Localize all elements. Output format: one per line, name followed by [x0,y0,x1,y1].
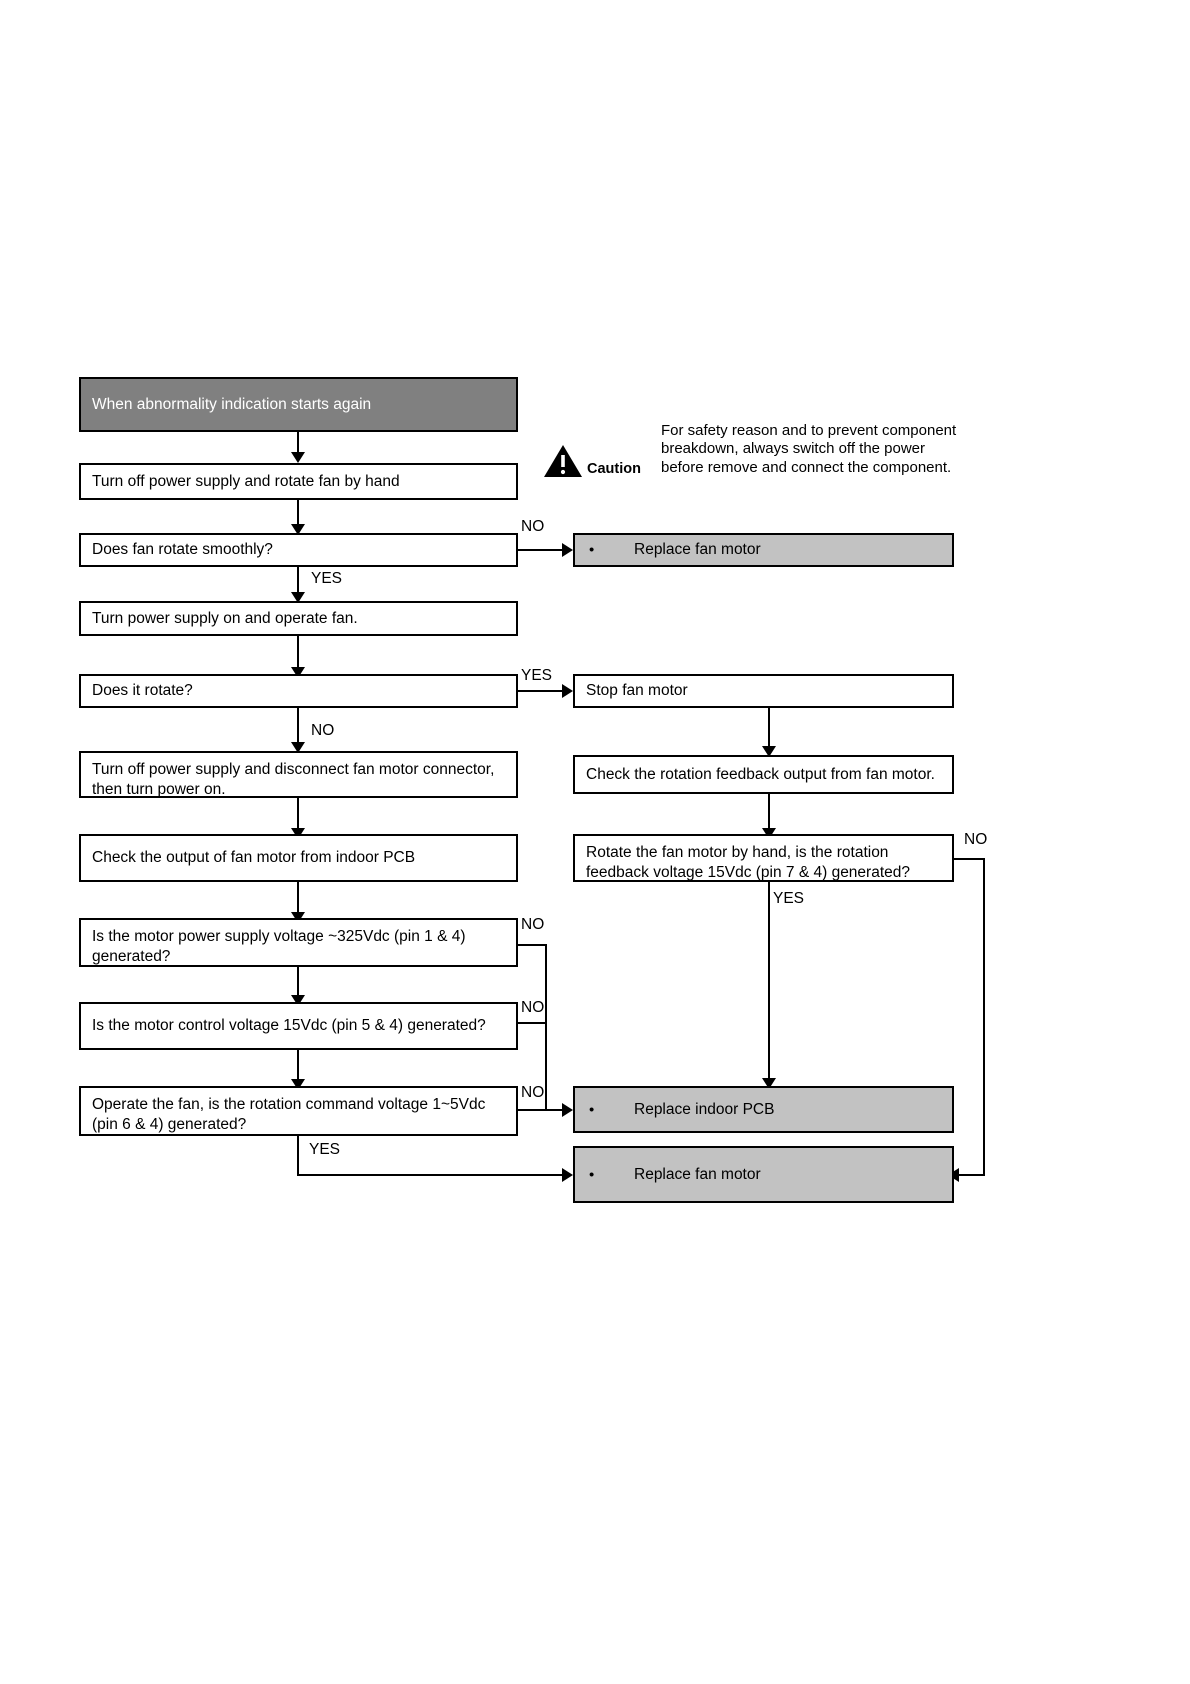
node-turn-power-on-operate-fan-label: Turn power supply on and operate fan. [92,609,358,627]
edge-label-smooth-yes: YES [311,570,343,587]
node-turn-off-rotate-by-hand-label: Turn off power supply and rotate fan by … [92,472,400,490]
node-does-fan-rotate-smoothly: Does fan rotate smoothly? [79,533,518,567]
connector-controlvoltage-to-commandvoltage [297,1050,299,1085]
arrowhead-smooth-yes [291,592,305,603]
connector-header-to-turnoff [297,432,299,458]
bullet-icon: • [589,541,595,559]
node-replace-indoor-pcb: • Replace indoor PCB [573,1086,954,1133]
node-header-label: When abnormality indication starts again [92,395,372,413]
arrowhead-header-to-turnoff [291,452,305,463]
connector-disconnect-to-check-output [297,798,299,834]
node-disconnect-connector: Turn off power supply and disconnect fan… [79,751,518,798]
node-replace-fan-motor-bottom: • Replace fan motor [573,1146,954,1203]
connector-operate-to-rotate [297,636,299,673]
node-replace-indoor-pcb-label: Replace indoor PCB [634,1100,775,1118]
arrowhead-smooth-no [562,543,573,557]
bullet-icon: • [589,1166,595,1183]
arrowhead-commandvoltage-yes [562,1168,573,1182]
edge-label-rotate-no: NO [311,722,335,739]
node-disconnect-connector-label: Turn off power supply and disconnect fan… [92,761,495,798]
node-motor-control-voltage: Is the motor control voltage 15Vdc (pin … [79,1002,518,1050]
node-replace-fan-motor-bottom-label: Replace fan motor [634,1165,761,1183]
node-check-output-indoor-pcb: Check the output of fan motor from indoo… [79,834,518,882]
node-motor-power-supply-voltage: Is the motor power supply voltage ~325Vd… [79,918,518,967]
connector-commandvoltage-no-h [518,1109,568,1111]
arrowhead-powervoltage-to-controlvoltage [291,995,305,1006]
caution-label: Caution [587,461,641,477]
node-stop-fan-motor-label: Stop fan motor [586,682,688,700]
connector-powervoltage-no-h [518,944,547,946]
arrowhead-disconnect-to-check-output [291,828,305,839]
arrowhead-operate-to-rotate [291,667,305,678]
connector-feedback-no-v [983,858,985,1176]
connector-commandvoltage-yes-v [297,1136,299,1176]
node-replace-fan-motor-top-label: Replace fan motor [634,541,761,559]
edge-label-commandvoltage-no: NO [521,1084,545,1101]
connector-turnoff-to-smooth [297,500,299,530]
connector-stopfan-to-checkfeedback [768,708,770,752]
node-header: When abnormality indication starts again [79,377,518,432]
connector-smooth-yes [297,567,299,598]
arrowhead-rotate-yes [562,684,573,698]
arrowhead-feedback-yes [762,1078,776,1089]
connector-commandvoltage-yes-h [297,1174,568,1176]
arrowhead-checkoutput-to-powervoltage [291,912,305,923]
caution-block: Caution For safety reason and to prevent… [543,420,963,500]
warning-triangle-icon [543,444,583,478]
connector-rotate-no [297,708,299,748]
node-motor-control-voltage-label: Is the motor control voltage 15Vdc (pin … [92,1017,486,1035]
connector-checkoutput-to-powervoltage [297,882,299,918]
connector-controlvoltage-no-h [518,1022,547,1024]
connector-rotate-yes [518,690,568,692]
edge-label-controlvoltage-no: NO [521,999,545,1016]
node-rotate-by-hand-feedback: Rotate the fan motor by hand, is the rot… [573,834,954,882]
node-rotation-command-voltage: Operate the fan, is the rotation command… [79,1086,518,1136]
node-does-it-rotate: Does it rotate? [79,674,518,708]
connector-feedback-yes-v [768,882,770,1086]
node-stop-fan-motor: Stop fan motor [573,674,954,708]
arrowhead-controlvoltage-to-commandvoltage [291,1079,305,1090]
edge-label-smooth-no: NO [521,518,545,535]
connector-powervoltage-to-controlvoltage [297,967,299,1001]
arrowhead-stopfan-to-checkfeedback [762,746,776,757]
arrowhead-commandvoltage-no [562,1103,573,1117]
node-rotation-command-voltage-label: Operate the fan, is the rotation command… [92,1096,486,1133]
edge-label-feedback-yes: YES [773,890,805,907]
arrowhead-checkfeedback-to-rotatehand [762,828,776,839]
node-check-rotation-feedback: Check the rotation feedback output from … [573,755,954,794]
connector-checkfeedback-to-rotatehand [768,794,770,834]
connector-feedback-no-h2 [956,1174,985,1176]
arrowhead-rotate-no [291,742,305,753]
node-check-output-indoor-pcb-label: Check the output of fan motor from indoo… [92,849,416,867]
node-does-fan-rotate-smoothly-label: Does fan rotate smoothly? [92,541,273,559]
node-rotate-by-hand-feedback-label: Rotate the fan motor by hand, is the rot… [586,844,911,881]
node-turn-power-on-operate-fan: Turn power supply on and operate fan. [79,601,518,636]
arrowhead-turnoff-to-smooth [291,524,305,535]
node-motor-power-supply-voltage-label: Is the motor power supply voltage ~325Vd… [92,928,466,965]
connector-powervoltage-no-v [545,944,547,1109]
node-turn-off-rotate-by-hand: Turn off power supply and rotate fan by … [79,463,518,500]
node-does-it-rotate-label: Does it rotate? [92,682,193,700]
edge-label-feedback-no: NO [964,831,988,848]
edge-label-commandvoltage-yes: YES [309,1141,341,1158]
edge-label-rotate-yes: YES [521,667,553,684]
connector-smooth-no [518,549,568,551]
connector-feedback-no-h1 [954,858,985,860]
bullet-icon: • [589,1101,595,1118]
node-check-rotation-feedback-label: Check the rotation feedback output from … [586,765,935,783]
caution-text: For safety reason and to prevent compone… [661,422,957,476]
edge-label-powervoltage-no: NO [521,916,545,933]
node-replace-fan-motor-top: • Replace fan motor [573,533,954,567]
